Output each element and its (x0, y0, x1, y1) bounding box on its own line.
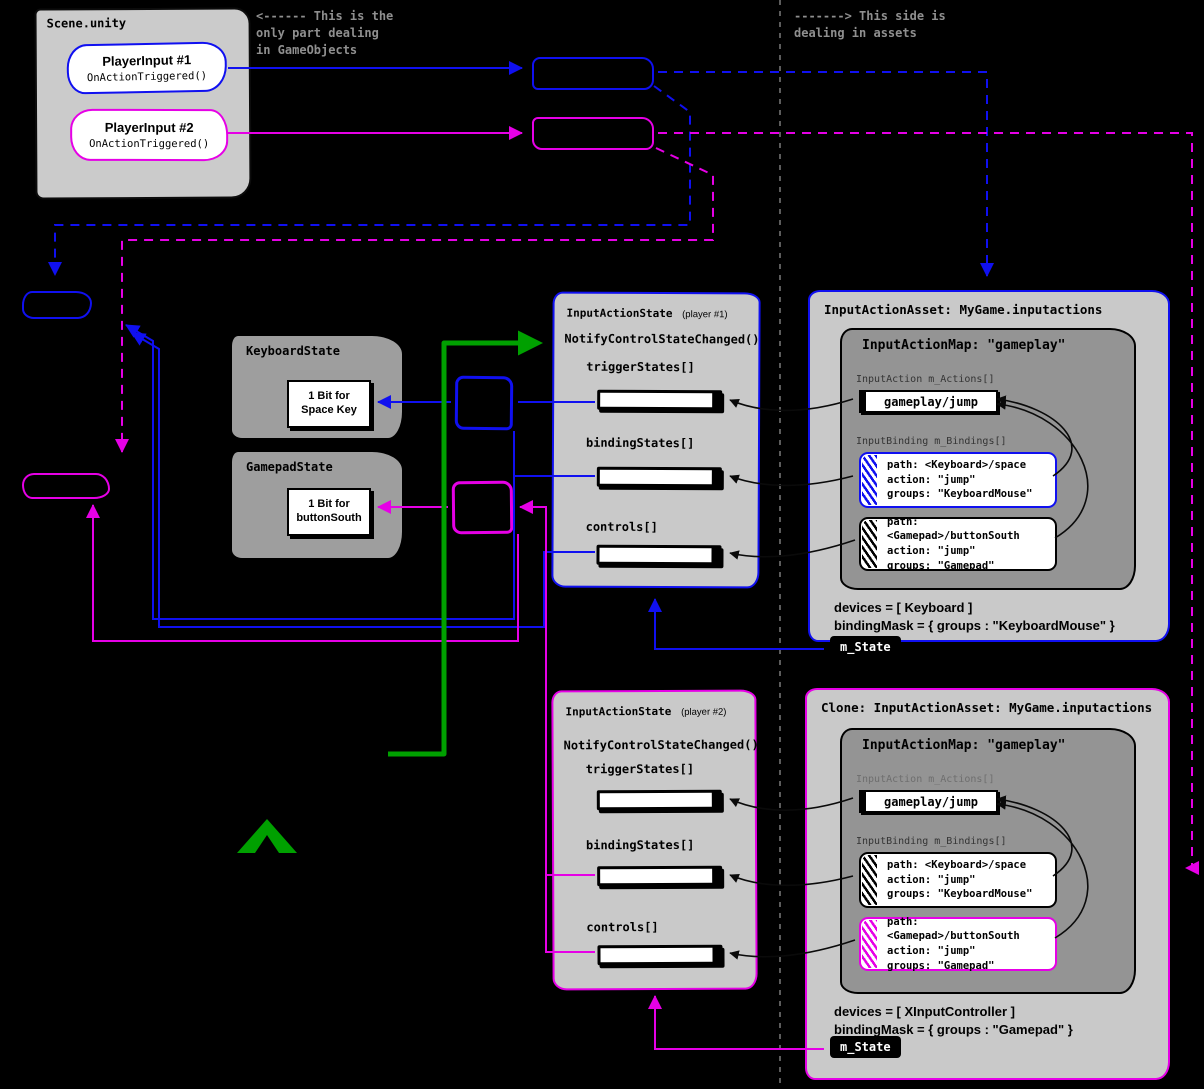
trigger-states-bar-1 (597, 389, 723, 411)
state-2-title-main: InputActionState (565, 704, 672, 719)
trigger-states-label-1: triggerStates[] (586, 359, 695, 375)
asset-1-title: InputActionAsset: MyGame.inputactions (824, 302, 1103, 317)
button-south-bit-box: 1 Bit for buttonSouth (287, 488, 371, 536)
gameobjects-side-note: <------ This is the only part dealing in… (256, 9, 394, 57)
player-input-2-callback: OnActionTriggered() (89, 137, 210, 151)
map-title-1: InputActionMap: "gameplay" (862, 338, 1066, 353)
trigger-states-label-2: triggerStates[] (585, 761, 695, 777)
binding-states-label-1: bindingStates[] (585, 435, 695, 451)
binding-mask-line-2: bindingMask = { groups : "Gamepad" } (834, 1022, 1073, 1037)
space-key-bit-box: 1 Bit for Space Key (287, 380, 371, 428)
m-state2-pointer-line (648, 995, 824, 1050)
binding-hatch-icon (862, 920, 877, 968)
devices-line-1: devices = [ Keyboard ] (834, 600, 973, 615)
binding-states-bar-2 (597, 865, 723, 887)
state-1-title-main: InputActionState (566, 306, 673, 321)
controls-label-1: controls[] (585, 519, 658, 535)
player-input-1-node: PlayerInput #1 OnActionTriggered() (66, 41, 228, 95)
gamepad-binding-box-2: path: <Gamepad>/buttonSouth action: "jum… (859, 915, 1057, 972)
input-action-asset-box: InputActionAsset: MyGame.inputactions In… (808, 290, 1170, 642)
controls-label-2: controls[] (586, 919, 659, 935)
binding-states-bar-1 (596, 466, 722, 488)
player-input-2-node: PlayerInput #2 OnActionTriggered() (70, 108, 229, 162)
keyboard-state-title: KeyboardState (246, 344, 340, 358)
space-key-control-node (454, 375, 514, 431)
space-key-bit-label: 1 Bit for Space Key (301, 390, 357, 416)
keyboard-binding-text-2: path: <Keyboard>/space action: "jump" gr… (887, 858, 1033, 901)
action-map-box-1: InputActionMap: "gameplay" InputAction m… (840, 328, 1136, 590)
controls-bar-2 (597, 944, 723, 966)
notify-label-2: NotifyControlStateChanged() (563, 737, 759, 753)
assets-side-note: -------> This side is dealing in assets (794, 9, 946, 40)
m-state-label-1: m_State (830, 636, 901, 658)
binding-mask-line-1: bindingMask = { groups : "KeyboardMouse"… (834, 618, 1115, 633)
bindings-array-label-1: InputBinding m_Bindings[] (856, 436, 1007, 447)
scene-title: Scene.unity (46, 16, 127, 31)
player-input-2-name: PlayerInput #2 (104, 119, 194, 136)
event1-to-asset-dashed (658, 71, 994, 277)
gamepad-binding-text-2: path: <Gamepad>/buttonSouth action: "jum… (887, 915, 1020, 972)
scene-unity-box: Scene.unity PlayerInput #1 OnActionTrigg… (34, 7, 252, 200)
keyboard-binding-box-2: path: <Keyboard>/space action: "jump" gr… (859, 852, 1057, 908)
action-map-box-2: InputActionMap: "gameplay" InputAction m… (840, 728, 1136, 994)
map-title-2: InputActionMap: "gameplay" (862, 738, 1066, 753)
gamepad-state-title: GamepadState (246, 460, 333, 474)
input-action-state-2-box: InputActionState (player #2) NotifyContr… (551, 689, 759, 991)
m-state1-pointer-line (648, 598, 824, 650)
keyboard-device-node (22, 291, 92, 319)
m-state-label-2: m_State (830, 1036, 901, 1058)
controls-bar-1 (596, 544, 722, 566)
clone-input-action-asset-box: Clone: InputActionAsset: MyGame.inputact… (805, 688, 1170, 1080)
button-south-bit-label: 1 Bit for buttonSouth (296, 498, 362, 524)
binding-hatch-icon (862, 855, 877, 905)
input-action-state-1-box: InputActionState (player #1) NotifyContr… (551, 291, 761, 589)
gamepad-binding-text-1: path: <Gamepad>/buttonSouth action: "jum… (887, 515, 1020, 572)
actions-array-label-2: InputAction m_Actions[] (856, 774, 995, 785)
action-event-node-player2 (532, 117, 654, 150)
green-chevron-icon (237, 819, 297, 853)
action-event-node-player1 (532, 57, 654, 90)
asset-2-title: Clone: InputActionAsset: MyGame.inputact… (821, 700, 1153, 715)
action-jump-chip-1: gameplay/jump (859, 390, 998, 413)
player-input-1-name: PlayerInput #1 (102, 52, 192, 69)
gamepad-binding-box-1: path: <Gamepad>/buttonSouth action: "jum… (859, 515, 1057, 572)
bindings-array-label-2: InputBinding m_Bindings[] (856, 836, 1007, 847)
input-action-state-2-title: InputActionState (player #2) (565, 700, 726, 720)
state-1-title-sub: (player #1) (682, 309, 728, 321)
gamepad-device-node (22, 473, 110, 499)
binding-states-label-2: bindingStates[] (585, 837, 695, 853)
input-action-state-1-title: InputActionState (player #1) (567, 302, 728, 322)
keyboard-binding-text-1: path: <Keyboard>/space action: "jump" gr… (887, 458, 1033, 501)
notify-label-1: NotifyControlStateChanged() (564, 331, 760, 347)
keyboard-binding-box-1: path: <Keyboard>/space action: "jump" gr… (859, 452, 1057, 508)
action-jump-chip-2: gameplay/jump (859, 790, 998, 813)
player-input-1-callback: OnActionTriggered() (86, 69, 208, 85)
binding-hatch-icon (862, 455, 877, 505)
actions-array-label-1: InputAction m_Actions[] (856, 374, 995, 385)
button-south-control-node (451, 480, 514, 535)
binding-hatch-icon (862, 520, 877, 568)
trigger-states-bar-2 (596, 789, 722, 811)
keyboard-state-box: KeyboardState 1 Bit for Space Key (232, 336, 402, 438)
devices-line-2: devices = [ XInputController ] (834, 1004, 1015, 1019)
gamepad-state-box: GamepadState 1 Bit for buttonSouth (232, 452, 402, 558)
state-2-title-sub: (player #2) (681, 706, 727, 718)
